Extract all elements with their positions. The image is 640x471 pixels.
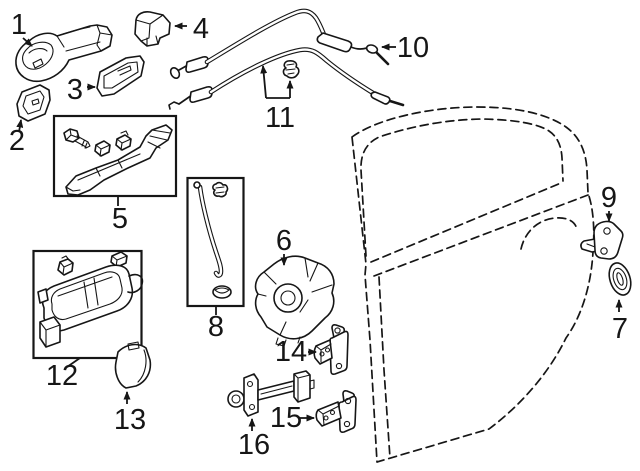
part-1-drawing [15, 24, 113, 83]
door-outline-drawing [351, 106, 595, 463]
mount-stub [39, 316, 61, 348]
cable-ferrule [370, 91, 391, 105]
part-14-label: 14 [275, 336, 307, 368]
part-15-drawing [315, 390, 357, 433]
part-4-label: 4 [193, 13, 209, 45]
part-9-label: 9 [601, 182, 617, 214]
callout-labels: 1 2 3 4 5 6 7 8 9 10 11 12 13 14 15 16 [9, 9, 628, 461]
part-7-drawing [608, 262, 632, 296]
part-15-label: 15 [270, 402, 302, 434]
rod-clip [212, 181, 229, 198]
callout-line-12 [66, 357, 81, 368]
part-8-drawing [186, 176, 245, 308]
cable-hook [168, 101, 180, 110]
callout-arrow-1 [22, 37, 33, 47]
part-5-label: 5 [112, 203, 128, 235]
handle-lever [127, 273, 144, 294]
part-7-label: 7 [612, 313, 628, 345]
part-12-label: 12 [46, 360, 78, 392]
part-16-label: 16 [238, 429, 270, 461]
callout-arrow-11a [260, 65, 268, 99]
clip [57, 258, 74, 276]
part-13-drawing [114, 341, 152, 389]
door-handle-recess [520, 217, 578, 250]
part-3-drawing [96, 55, 145, 97]
part-14-drawing [313, 324, 349, 375]
part-6-label: 6 [276, 225, 292, 257]
part-3-label: 3 [67, 74, 83, 106]
part-10-drawing [168, 8, 405, 110]
part-12-drawing [32, 249, 144, 360]
part-9-drawing [580, 220, 624, 260]
cable-ferrule [185, 56, 209, 73]
handle-base-bracket [65, 124, 173, 196]
part-1-label: 1 [11, 9, 27, 41]
part-6-drawing [254, 255, 335, 347]
part-5-drawing [52, 114, 178, 198]
window-frame-inner [360, 118, 564, 257]
belt-line-lower [373, 194, 589, 277]
callout-arrows [16, 22, 623, 431]
part-8-label: 8 [208, 311, 224, 343]
part-10-label: 10 [397, 32, 429, 64]
part-2-label: 2 [9, 125, 25, 157]
part-11-label: 11 [265, 102, 295, 134]
part-2-drawing [16, 84, 51, 122]
cable-sheath-end [316, 32, 353, 53]
part-11-drawing [282, 60, 300, 79]
part-4-drawing [134, 11, 171, 47]
belt-line-upper [370, 182, 562, 263]
callout-arrow-2 [16, 119, 24, 133]
part-16-drawing [227, 370, 315, 417]
cable-ferrule [189, 86, 213, 103]
part-13-label: 13 [114, 404, 146, 436]
door-inner-edge [378, 276, 391, 459]
